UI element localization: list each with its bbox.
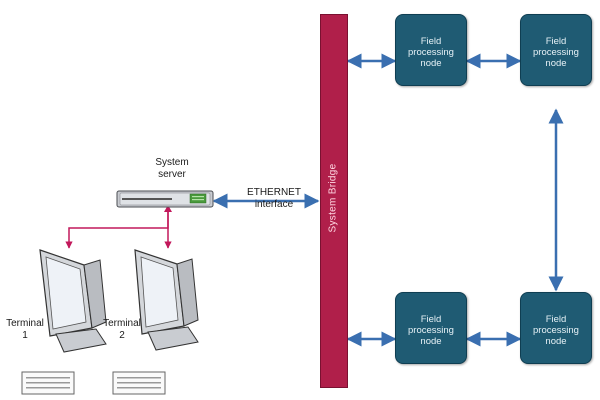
field-node-label: Field processing node bbox=[408, 36, 454, 69]
terminal-link-origin bbox=[164, 205, 172, 212]
field-node-bottom-right: Field processing node bbox=[520, 292, 592, 364]
terminal-1-monitor-icon bbox=[39, 249, 107, 353]
terminal-1-keyboard-icon bbox=[21, 371, 75, 395]
field-node-bottom-left: Field processing node bbox=[395, 292, 467, 364]
terminal-1-label: Terminal 1 bbox=[6, 318, 44, 341]
terminal-2-keyboard-icon bbox=[112, 371, 166, 395]
server-icon bbox=[116, 190, 214, 208]
field-node-label: Field processing node bbox=[533, 36, 579, 69]
field-node-top-right: Field processing node bbox=[520, 14, 592, 86]
system-bridge bbox=[320, 14, 348, 388]
system-bridge-label: System Bridge bbox=[327, 163, 339, 233]
server-label: System server bbox=[155, 157, 189, 180]
ethernet-interface-label: ETHERNET interface bbox=[247, 187, 301, 210]
terminal-2-label: Terminal 2 bbox=[103, 318, 141, 341]
terminal-link-1 bbox=[65, 207, 169, 249]
terminal-2-monitor-icon bbox=[134, 249, 199, 351]
field-node-top-left: Field processing node bbox=[395, 14, 467, 86]
field-node-label: Field processing node bbox=[408, 314, 454, 347]
field-node-label: Field processing node bbox=[533, 314, 579, 347]
